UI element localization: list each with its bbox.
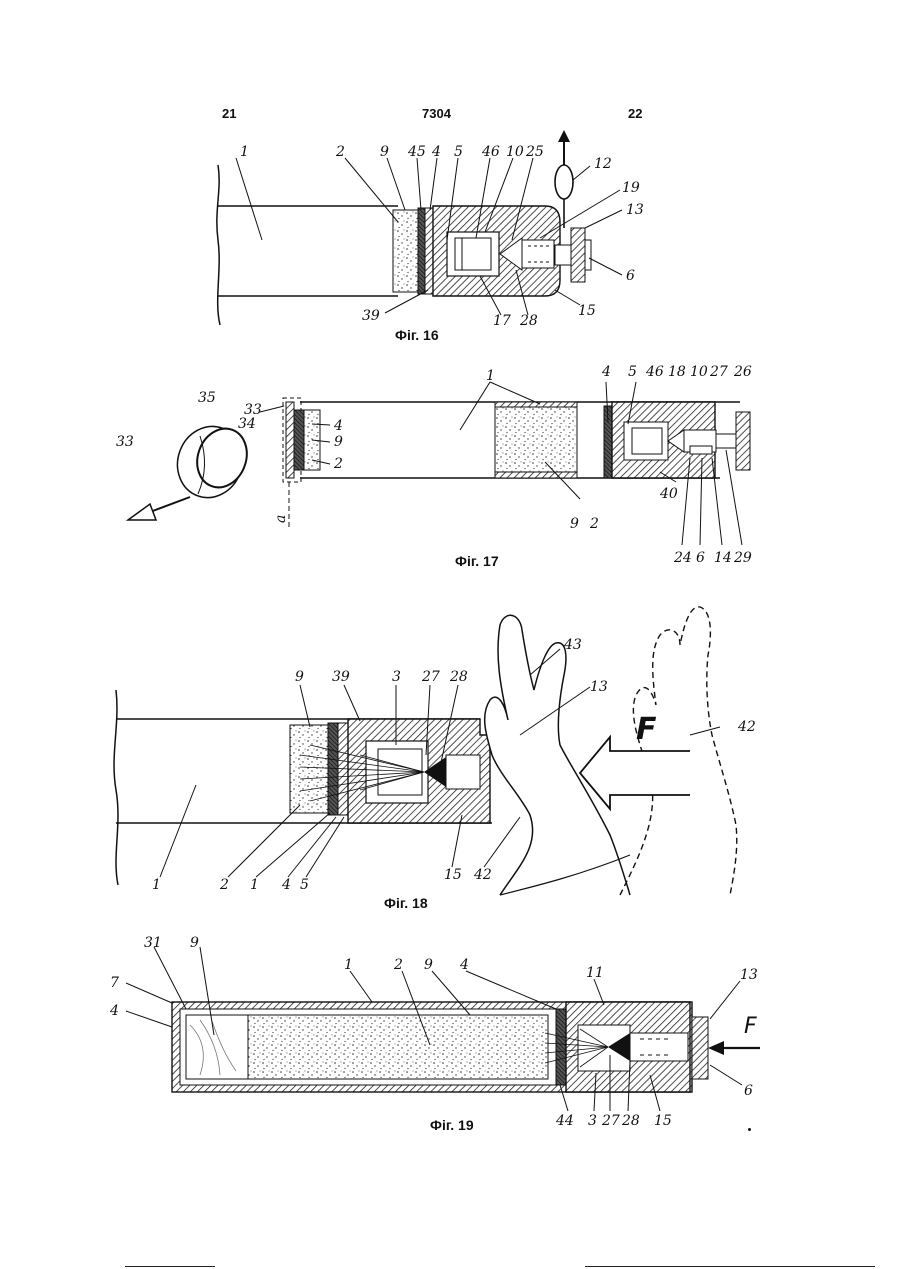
fig19-label: 1 bbox=[344, 957, 353, 973]
fig18-label: 28 bbox=[449, 669, 468, 685]
fig17-label: 24 bbox=[673, 550, 692, 566]
fig16-label: 46 bbox=[481, 144, 500, 160]
fig19-label: 28 bbox=[621, 1113, 640, 1129]
fig19-force-label: F bbox=[744, 1014, 757, 1039]
fig19-label: 4 bbox=[109, 1003, 119, 1019]
fig17-label: 35 bbox=[198, 390, 216, 406]
fig18-label: 2 bbox=[219, 877, 229, 893]
footer-rule-right bbox=[585, 1266, 875, 1267]
fig16-label: 13 bbox=[626, 202, 644, 218]
fig17-label: 33 bbox=[244, 402, 262, 418]
fig16-label: 2 bbox=[335, 144, 345, 160]
fig17-label: а bbox=[273, 515, 289, 523]
fig16-label: 17 bbox=[493, 313, 511, 329]
fig19-label: 44 bbox=[555, 1113, 574, 1129]
fig18-label: 39 bbox=[332, 669, 350, 685]
figure-17-caption: Фіг. 17 bbox=[455, 553, 499, 569]
left-page-number: 21 bbox=[222, 106, 236, 121]
fig16-label: 19 bbox=[622, 180, 640, 196]
fig19-label: 11 bbox=[586, 965, 604, 981]
fig17-label: 10 bbox=[690, 364, 708, 380]
fig19-label: 7 bbox=[110, 975, 119, 991]
fig19-label: 15 bbox=[654, 1113, 672, 1129]
fig18-label: 1 bbox=[152, 877, 161, 893]
fig19-label: 9 bbox=[424, 957, 433, 973]
fig17-label: 6 bbox=[696, 550, 705, 566]
fig16-label: 12 bbox=[594, 156, 612, 172]
fig17-label: 26 bbox=[733, 364, 752, 380]
fig19-label: 6 bbox=[744, 1083, 753, 1099]
fig18-label: 43 bbox=[563, 637, 582, 653]
fig17-label: 9 bbox=[570, 516, 579, 532]
fig16-label: 5 bbox=[454, 144, 463, 160]
fig17-label: 5 bbox=[628, 364, 637, 380]
figure-18-caption: Фіг. 18 bbox=[384, 895, 428, 911]
fig18-label: 4 bbox=[281, 877, 291, 893]
fig17-label: 1 bbox=[486, 368, 495, 384]
figure-19-drawing: 31 9 7 4 1 2 9 4 11 13 F 6 44 3 27 28 15 bbox=[0, 935, 900, 1145]
fig16-label: 39 bbox=[362, 308, 380, 324]
fig17-label: 4 bbox=[333, 418, 343, 434]
fig16-label: 10 bbox=[506, 144, 524, 160]
fig19-label: 2 bbox=[393, 957, 403, 973]
fig18-force-label: F bbox=[636, 712, 657, 747]
fig17-label: 40 bbox=[659, 486, 678, 502]
fig17-label: 14 bbox=[714, 550, 732, 566]
fig16-label: 28 bbox=[519, 313, 538, 329]
fig19-label: 27 bbox=[601, 1113, 620, 1129]
fig19-label: 9 bbox=[190, 935, 199, 951]
fig18-label: 1 bbox=[250, 877, 259, 893]
fig17-label: 27 bbox=[709, 364, 728, 380]
fig16-label: 4 bbox=[431, 144, 441, 160]
fig16-label: 6 bbox=[626, 268, 635, 284]
fig16-label: 25 bbox=[525, 144, 544, 160]
fig17-label: 34 bbox=[238, 416, 256, 432]
fig19-label: 3 bbox=[588, 1113, 597, 1129]
fig19-label: 4 bbox=[459, 957, 469, 973]
fig18-label: 27 bbox=[421, 669, 440, 685]
fig17-label: 18 bbox=[668, 364, 686, 380]
right-page-number: 22 bbox=[628, 106, 642, 121]
figure-17-drawing: 35 33 34 33 4 9 2 а 1 9 2 4 5 46 18 10 2… bbox=[0, 362, 900, 572]
fig16-label: 45 bbox=[407, 144, 426, 160]
figure-18-drawing: 9 39 3 27 28 43 13 F 42 1 2 1 4 5 15 42 bbox=[0, 595, 900, 915]
fig17-label: 33 bbox=[116, 434, 134, 450]
fig17-label: 29 bbox=[733, 550, 752, 566]
fig17-label: 2 bbox=[333, 456, 343, 472]
fig18-label: 5 bbox=[300, 877, 309, 893]
fig17-label: 46 bbox=[645, 364, 664, 380]
footer-rule-left bbox=[125, 1266, 215, 1267]
figure-16-caption: Фіг. 16 bbox=[395, 327, 439, 343]
fig16-label: 9 bbox=[380, 144, 389, 160]
document-number: 7304 bbox=[422, 106, 451, 121]
fig16-label: 1 bbox=[240, 144, 249, 160]
fig18-label: 42 bbox=[473, 867, 492, 883]
fig18-label: 3 bbox=[392, 669, 401, 685]
figure-19-caption: Фіг. 19 bbox=[430, 1117, 474, 1133]
fig18-label: 15 bbox=[444, 867, 462, 883]
fig18-label: 42 bbox=[737, 719, 756, 735]
fig17-label: 9 bbox=[334, 434, 343, 450]
figure-16-drawing: 1 2 9 45 4 5 46 10 25 12 19 13 6 15 28 1… bbox=[0, 130, 900, 350]
stray-dot bbox=[748, 1128, 751, 1131]
fig19-label: 13 bbox=[740, 967, 758, 983]
fig16-label: 15 bbox=[578, 303, 596, 319]
fig18-label: 13 bbox=[590, 679, 608, 695]
fig17-label: 2 bbox=[589, 516, 599, 532]
fig17-label: 4 bbox=[601, 364, 611, 380]
fig19-label: 31 bbox=[144, 935, 162, 951]
fig18-label: 9 bbox=[295, 669, 304, 685]
